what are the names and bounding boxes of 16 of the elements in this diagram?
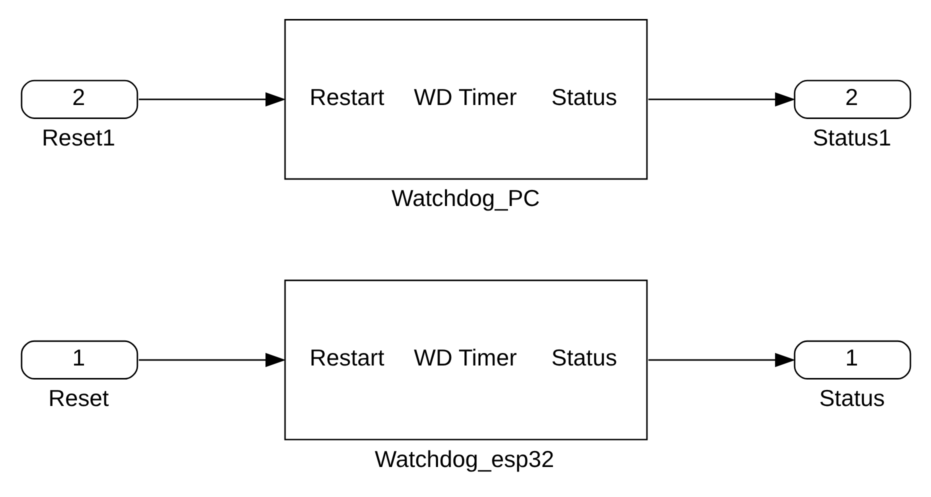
arrow [138, 92, 286, 106]
node-label: Reset1 [41, 124, 115, 150]
node-box: 2 [20, 80, 138, 119]
node-box: Restart WD Timer Status [284, 280, 648, 440]
node-label: Status1 [812, 124, 891, 150]
node-box: 2 [793, 80, 911, 119]
arrow [138, 352, 286, 368]
node-label: Watchdog_PC [390, 185, 540, 212]
node-label: Watchdog_esp32 [374, 446, 554, 472]
node-label: Reset [48, 385, 108, 411]
node-box: 1 [793, 340, 911, 380]
node-box: 1 [20, 340, 138, 380]
arrow [648, 352, 795, 368]
arrow [648, 92, 795, 106]
node-label: Status [818, 385, 884, 411]
node-box: Restart WD Timer Status [284, 19, 648, 180]
